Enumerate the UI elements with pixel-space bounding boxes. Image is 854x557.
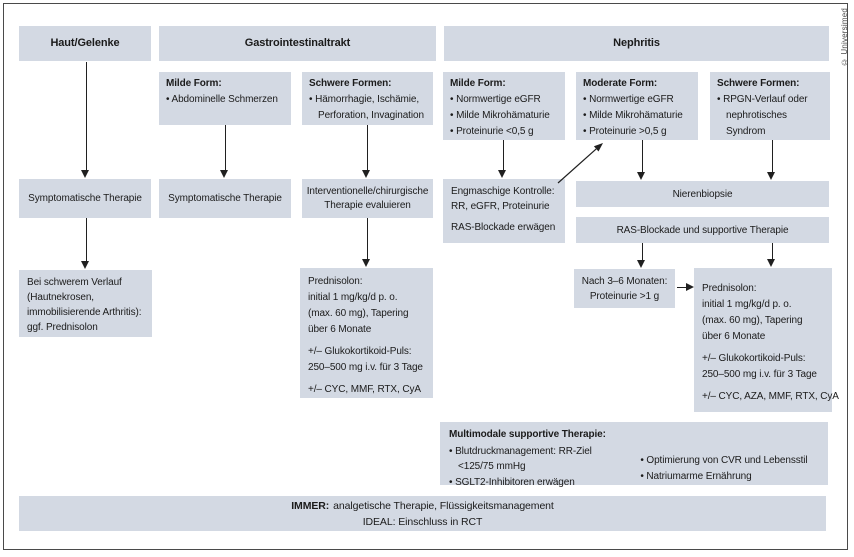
copyright-text: © Universimed [840,8,849,67]
box-prednisolon-nephritis: Prednisolon: initial 1 mg/kg/d p. o. (ma… [694,268,839,412]
header-nephritis: Nephritis [444,26,829,61]
box-gi-schwere-formen: Schwere Formen: • Hämorrhagie, Ischämie,… [302,72,433,125]
arrowhead-ras-to-monate [637,260,645,268]
box-symptomatische-therapie-haut: Symptomatische Therapie [19,179,151,218]
arrowhead-nephmild-to-kontrolle [498,170,506,178]
footer-always-ideal: IMMER:analgetische Therapie, Flüssigkeit… [19,496,826,531]
arrow-interventionell-to-prednisolon [367,218,368,259]
header-haut-gelenke: Haut/Gelenke [19,26,151,61]
arrow-haut-to-therapie [86,62,87,170]
box-nephritis-milde-form: Milde Form: • Normwertige eGFR • Milde M… [443,72,565,140]
box-engmaschige-kontrolle: Engmaschige Kontrolle: RR, eGFR, Protein… [443,179,565,243]
header-gastrointestinaltrakt: Gastrointestinaltrakt [159,26,436,61]
box-nach-3-6-monaten: Nach 3–6 Monaten: Proteinurie >1 g [574,269,675,308]
arrow-ras-to-monate [642,243,643,260]
box-bei-schwerem-verlauf: Bei schwerem Verlauf (Hautnekrosen, immo… [19,270,152,337]
arrowhead-monate-to-prednisolon [686,283,694,291]
box-multimodale-supportive-therapie: Multimodale supportive Therapie: • Blutd… [440,422,828,488]
arrow-gimild-to-therapie [225,125,226,170]
box-ras-blockade-supportive: RAS-Blockade und supportive Therapie [576,217,829,243]
supportive-left-column: • Blutdruckmanagement: RR-Ziel <125/75 m… [449,446,592,488]
arrow-moderate-to-biopsie [642,140,643,172]
arrowhead-gisevere-to-interventionell [362,170,370,178]
arrowhead-ras-to-prednisolon [767,259,775,267]
arrow-therapie-to-verlauf [86,218,87,261]
box-nierenbiopsie: Nierenbiopsie [576,181,829,207]
arrow-nephmild-to-kontrolle [503,140,504,170]
box-prednisolon-gi: Prednisolon: initial 1 mg/kg/d p. o. (ma… [300,268,433,398]
box-interventionelle-therapie: Interventionelle/chirurgische Therapie e… [302,179,433,218]
supportive-right-column: • Optimierung von CVR und Lebensstil • N… [640,455,808,482]
box-nephritis-moderate-form: Moderate Form: • Normwertige eGFR • Mild… [576,72,698,140]
box-gi-milde-form: Milde Form: • Abdominelle Schmerzen [159,72,291,125]
arrowhead-therapie-to-verlauf [81,261,89,269]
arrow-ras-to-prednisolon [772,243,773,259]
arrowhead-gimild-to-therapie [220,170,228,178]
arrowhead-haut-to-therapie [81,170,89,178]
figure-border [3,3,848,550]
arrow-mild-progression-to-moderate [557,143,603,184]
arrow-nephsevere-to-biopsie [772,140,773,172]
arrowhead-interventionell-to-prednisolon [362,259,370,267]
box-symptomatische-therapie-gi: Symptomatische Therapie [159,179,291,218]
arrowhead-moderate-to-biopsie [637,172,645,180]
arrowhead-nephsevere-to-biopsie [767,172,775,180]
box-nephritis-schwere-formen: Schwere Formen: • RPGN-Verlauf oder neph… [710,72,830,140]
arrow-monate-to-prednisolon [677,287,686,288]
arrow-gisevere-to-interventionell [367,125,368,170]
